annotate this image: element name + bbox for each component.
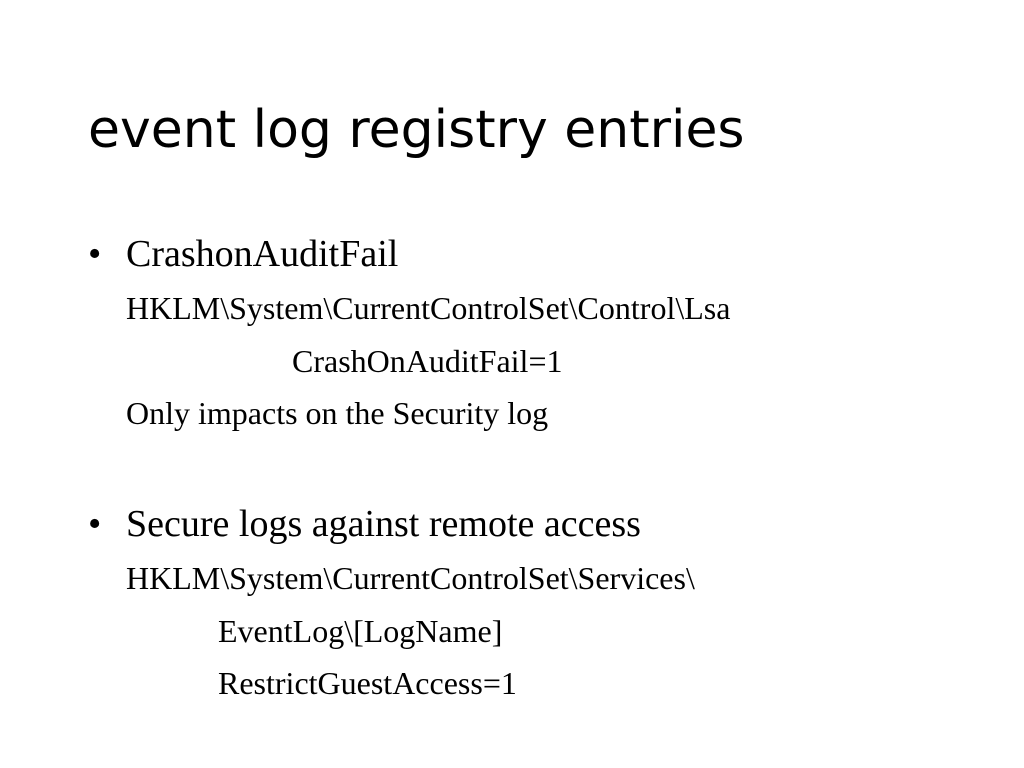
bullet-icon: • [88, 233, 102, 275]
note-security-log: Only impacts on the Security log [126, 395, 549, 431]
bullet-heading-secure-logs: Secure logs against remote access [126, 503, 641, 545]
registry-path-services: HKLM\System\CurrentControlSet\Services\ [126, 560, 695, 596]
bullet-icon: • [88, 503, 102, 545]
registry-value-crash-on-audit-fail: CrashOnAuditFail=1 [292, 343, 563, 379]
registry-path-lsa: HKLM\System\CurrentControlSet\Control\Ls… [126, 290, 731, 326]
registry-value-restrict-guest-access: RestrictGuestAccess=1 [218, 665, 517, 701]
slide-title: event log registry entries [88, 100, 745, 160]
registry-path-eventlog: EventLog\[LogName] [218, 613, 503, 649]
bullet-heading-crash-on-audit-fail: CrashonAuditFail [126, 233, 399, 275]
